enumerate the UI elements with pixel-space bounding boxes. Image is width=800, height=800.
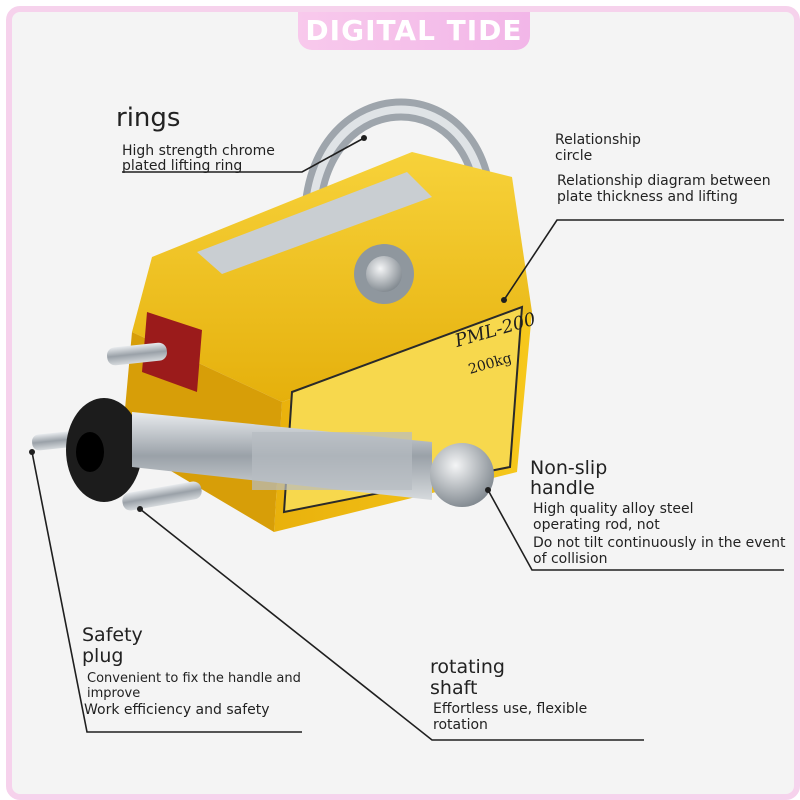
callout-handle-title-1: Non-slip	[530, 457, 608, 479]
image-frame: PML-200 200kg	[6, 6, 800, 800]
brand-name: DIGITAL TIDE	[305, 13, 523, 47]
callout-handle-line-4: of collision	[533, 551, 608, 567]
callout-shaft-title-1: rotating	[430, 656, 505, 678]
callout-handle-line-3: Do not tilt continuously in the event	[533, 535, 786, 551]
callout-rings-line-1: High strength chrome	[122, 143, 275, 159]
callout-safety-title-1: Safety	[82, 624, 143, 646]
callout-relationship-line-2: plate thickness and lifting	[557, 189, 738, 205]
callout-relationship-title-1: Relationship	[555, 132, 641, 148]
callout-safety-line-2: improve	[87, 686, 141, 701]
handle-ball	[430, 443, 494, 507]
callout-relationship-title-2: circle	[555, 148, 593, 164]
callout-handle-title-2: handle	[530, 477, 595, 499]
callout-shaft-title-2: shaft	[430, 677, 478, 699]
callout-lines	[29, 135, 784, 741]
callout-safety-title-2: plug	[82, 645, 124, 667]
callout-shaft-line-1: Effortless use, flexible	[433, 701, 588, 717]
brand-banner: DIGITAL TIDE	[298, 12, 530, 50]
callout-shaft-line-2: rotation	[433, 717, 488, 733]
handle-collar	[66, 398, 142, 502]
callout-rings-line-2: plated lifting ring	[122, 158, 243, 174]
callout-handle-line-1: High quality alloy steel	[533, 501, 694, 517]
magnetic-lifter-illustration: PML-200 200kg	[32, 98, 538, 532]
callout-handle-line-2: operating rod, not	[533, 517, 660, 533]
callout-safety-line-1: Convenient to fix the handle and	[87, 671, 301, 686]
callout-safety-tagline: Work efficiency and safety	[84, 702, 270, 718]
callout-rings-title: rings	[116, 103, 181, 133]
callout-relationship-line-1: Relationship diagram between	[557, 173, 771, 189]
